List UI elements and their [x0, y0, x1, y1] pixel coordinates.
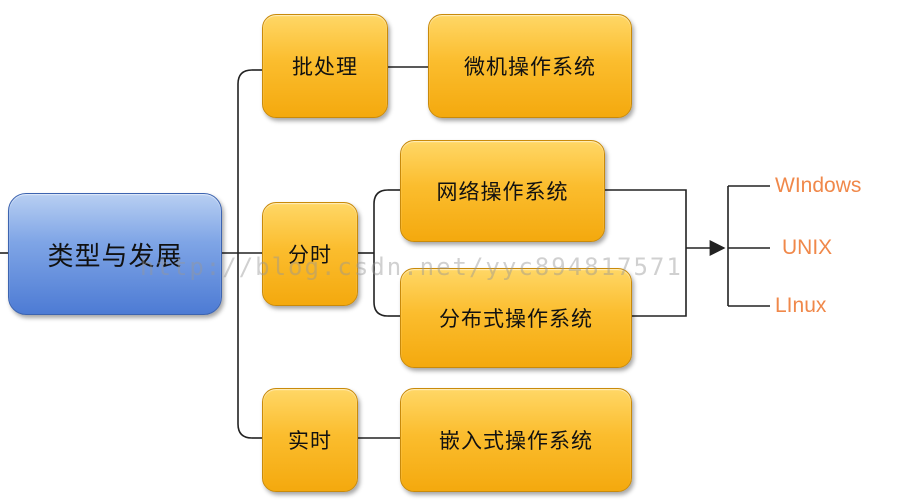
- windows-label: WIndows: [775, 174, 862, 197]
- timeshare-bracket-line: [373, 189, 389, 317]
- batch-node: 批处理: [262, 14, 388, 118]
- linux-label: LInux: [775, 294, 827, 317]
- distributed-os-node: 分布式操作系统: [400, 268, 632, 368]
- timeshare-node: 分时: [262, 202, 358, 306]
- category-trunk-line: [237, 69, 253, 439]
- unix-label: UNIX: [782, 236, 833, 259]
- micro-os-node: 微机操作系统: [428, 14, 632, 118]
- network-to-merge-line: [605, 189, 687, 250]
- embedded-os-node: 嵌入式操作系统: [400, 388, 632, 492]
- root-node: 类型与发展: [8, 193, 222, 315]
- distributed-to-merge-line: [632, 250, 687, 317]
- network-os-node: 网络操作系统: [400, 140, 605, 242]
- realtime-node: 实时: [262, 388, 358, 492]
